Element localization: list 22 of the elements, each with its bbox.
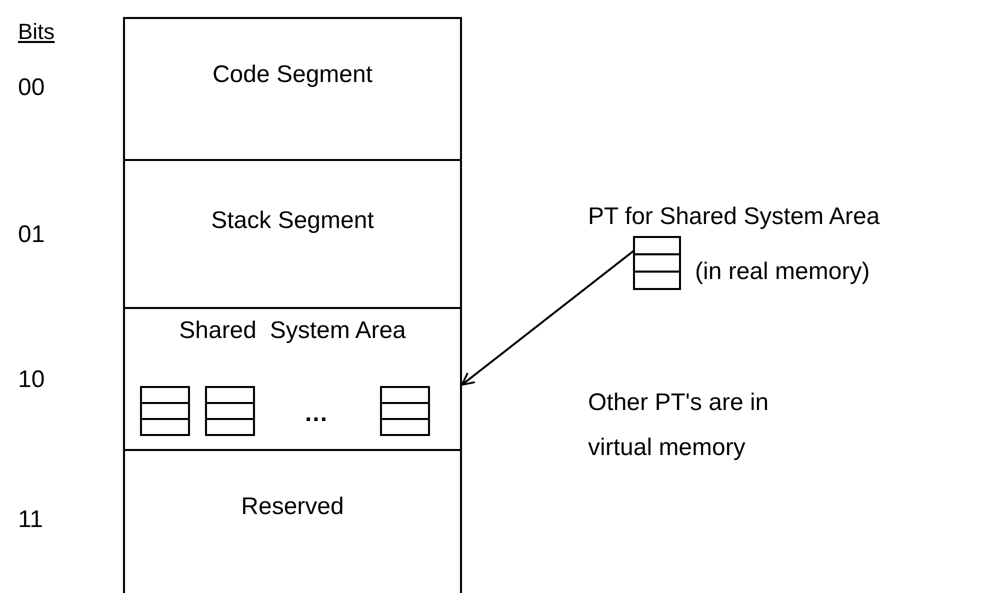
bit-value: 11 [18,506,43,534]
table-icon [140,386,190,436]
ellipsis: ... [305,400,328,428]
segment-label: Reserved [240,493,345,521]
memory-segment-box [123,159,462,309]
table-icon [380,386,430,436]
arrow [461,250,635,386]
column-heading: Bits [18,18,55,46]
bit-value: 01 [18,221,45,249]
segment-label: Code Segment [211,61,374,89]
memory-segment-box [123,449,462,593]
segment-label: Stack Segment [210,207,375,235]
memory-segment-box [123,307,462,451]
segment-label: Shared System Area [178,317,407,345]
note-text: Other PT's are in virtual memory [588,388,770,463]
table-icon [205,386,255,436]
table-note: (in real memory) [695,258,870,286]
table-icon [633,236,681,290]
bit-value: 10 [18,366,45,394]
table-caption: PT for Shared System Area [588,203,880,231]
bit-value: 00 [18,74,45,102]
memory-segment-box [123,17,462,161]
